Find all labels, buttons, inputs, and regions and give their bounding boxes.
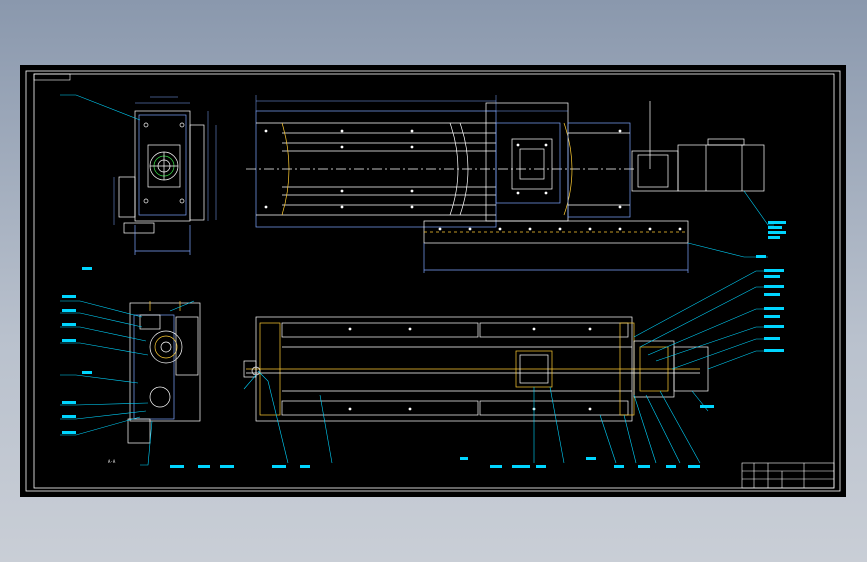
long-section-holes: [348, 327, 592, 411]
long-section-label-blocks: [170, 269, 784, 468]
section-view-left-leaders: [60, 300, 195, 466]
plan-view-label-blocks: [756, 221, 786, 258]
cad-drawing: A-A: [25, 70, 841, 492]
long-section-view: [243, 316, 709, 422]
plan-view-dims: [255, 95, 568, 112]
outer-frame: [25, 70, 841, 492]
section-view-left: [127, 301, 201, 444]
section-label: A-A: [108, 459, 116, 464]
end-view-top: [118, 110, 205, 255]
plan-view-leaders: [687, 190, 774, 258]
section-view-left-label-blocks: [62, 267, 92, 434]
plan-view-holes: [264, 129, 682, 231]
corner-tag: [33, 73, 71, 81]
cad-viewport[interactable]: A-A: [20, 65, 846, 497]
end-view-top-leader: [60, 94, 141, 121]
end-view-top-dims: [113, 96, 217, 225]
title-block: [741, 462, 835, 489]
long-section-leaders: [243, 270, 764, 464]
inner-frame: [33, 73, 835, 489]
plan-view: [246, 101, 765, 273]
